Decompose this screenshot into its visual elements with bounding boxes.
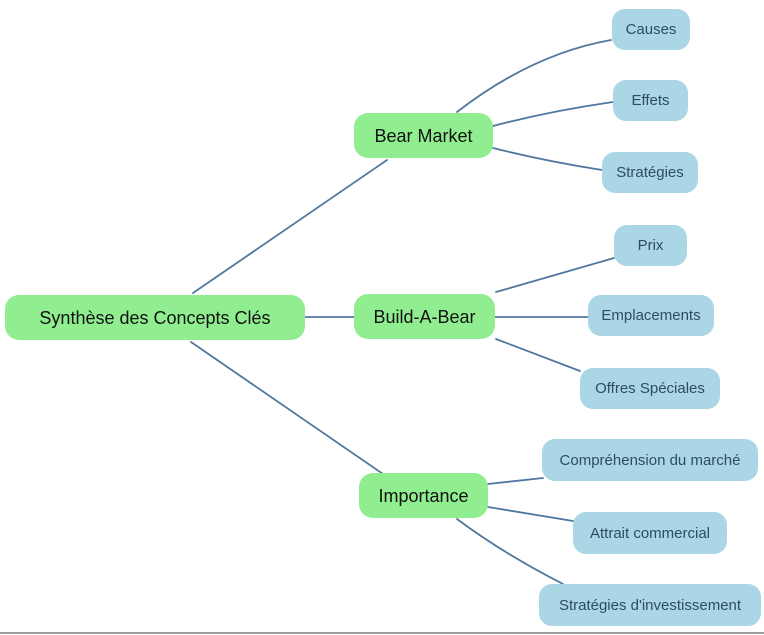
edge-root--importance (190, 341, 384, 475)
edge-importance--strategies-dinvestissement (456, 518, 564, 585)
edge-root--bear-market (192, 159, 388, 294)
mindmap-node-build-a-bear: Build-A-Bear (354, 294, 495, 339)
mindmap-node-strategies-dinvestissement: Stratégies d'investissement (539, 584, 761, 626)
edge-bear-market--effets (492, 101, 614, 127)
edge-importance--comprehension-du-marche (487, 477, 544, 485)
mindmap-node-causes: Causes (612, 9, 690, 50)
bottom-border-rule (0, 632, 764, 634)
mindmap-node-effets: Effets (613, 80, 688, 121)
edge-build-a-bear--prix (495, 257, 615, 293)
mindmap-node-root: Synthèse des Concepts Clés (5, 295, 305, 340)
mindmap-node-offres-speciales: Offres Spéciales (580, 368, 720, 409)
edge-bear-market--causes (456, 39, 612, 113)
mindmap-node-attrait-commercial: Attrait commercial (573, 512, 727, 554)
edge-build-a-bear--offres-speciales (495, 338, 581, 372)
edge-bear-market--strategies (492, 147, 603, 171)
mindmap-node-prix: Prix (614, 225, 687, 266)
mindmap-node-emplacements: Emplacements (588, 295, 714, 336)
mindmap-node-strategies: Stratégies (602, 152, 698, 193)
mindmap-node-importance: Importance (359, 473, 488, 518)
mindmap-node-comprehension-du-marche: Compréhension du marché (542, 439, 758, 481)
mindmap-node-bear-market: Bear Market (354, 113, 493, 158)
edge-importance--attrait-commercial (487, 506, 574, 522)
